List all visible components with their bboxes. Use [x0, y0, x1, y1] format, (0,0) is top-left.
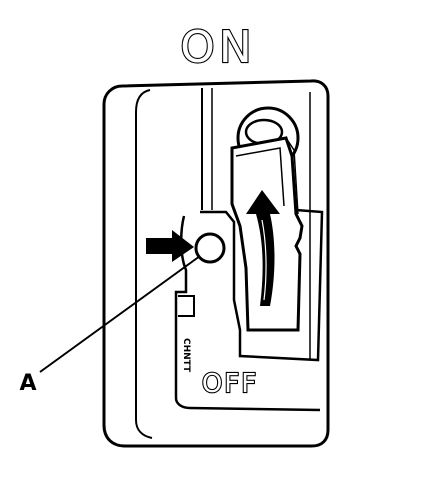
callout-a-label: A	[19, 371, 36, 396]
movement-arrow-stripes	[261, 219, 267, 301]
housing-rim	[135, 89, 153, 439]
movement-arrow	[246, 190, 280, 306]
lever-recess	[200, 208, 324, 362]
off-label: OFF	[202, 369, 258, 399]
lock-plate	[174, 215, 321, 412]
press-arrow	[146, 230, 194, 262]
release-button	[194, 232, 226, 264]
toggle-lever-edge	[285, 137, 299, 215]
side-mark: CHNTT	[181, 338, 191, 373]
callout-leader	[39, 255, 201, 373]
plate-tab	[178, 295, 195, 317]
on-label: ON	[180, 22, 256, 73]
toggle-lever-face	[235, 147, 285, 207]
